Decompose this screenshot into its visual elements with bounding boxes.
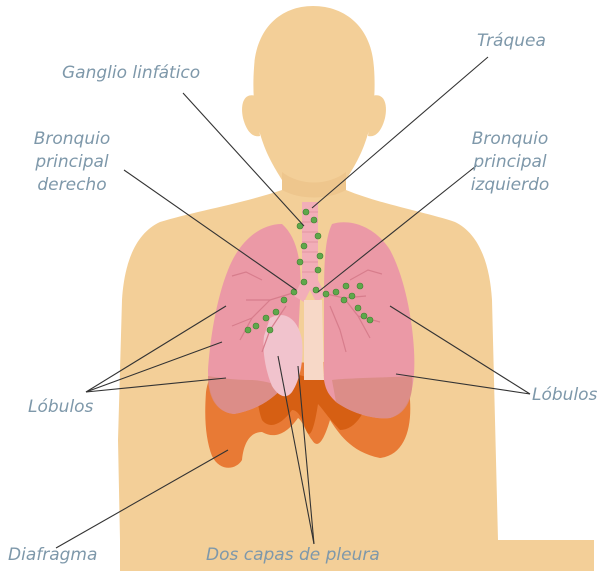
label-bronquio-principal-izquierdo: Bronquio principal izquierdo xyxy=(458,128,562,197)
label-lobulos-derecha: Lóbulos xyxy=(532,384,597,407)
label-bronquio-izq-line1: Bronquio xyxy=(458,128,562,151)
label-bronquio-izq-line3: izquierdo xyxy=(458,174,562,197)
label-traquea: Tráquea xyxy=(477,30,546,53)
label-bronquio-der-line3: derecho xyxy=(24,174,120,197)
label-ganglio-linfatico: Ganglio linfático xyxy=(62,62,200,85)
label-bronquio-der-line2: principal xyxy=(24,151,120,174)
esophagus-mediastinum xyxy=(304,300,324,380)
label-bronquio-izq-line2: principal xyxy=(458,151,562,174)
label-lobulos-izquierda: Lóbulos xyxy=(28,396,93,419)
head xyxy=(253,6,374,192)
label-diafragma: Diafragma xyxy=(8,544,97,567)
label-bronquio-principal-derecho: Bronquio principal derecho xyxy=(24,128,120,197)
label-dos-capas-de-pleura: Dos capas de pleura xyxy=(206,544,380,567)
label-bronquio-der-line1: Bronquio xyxy=(24,128,120,151)
